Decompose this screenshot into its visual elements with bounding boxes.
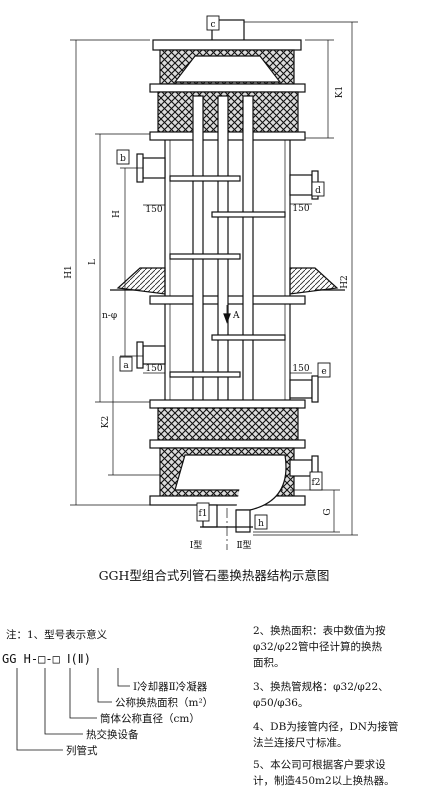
type-2-label: Ⅱ型: [236, 540, 251, 551]
port-b: b: [120, 154, 126, 164]
legend-item: 公称换热面积（m²）: [115, 696, 213, 709]
model-code: GG H-□-□ Ⅰ(Ⅱ): [2, 652, 91, 666]
dim-l: L: [88, 259, 98, 265]
exchanger-body: [110, 19, 345, 550]
note-line: φ32/φ22管中径计算的换热: [253, 640, 382, 653]
dim-gap-upper-left: 150: [145, 205, 162, 215]
legend-item: Ⅰ冷却器Ⅱ冷凝器: [133, 680, 208, 693]
dim-k1: K1: [335, 86, 345, 98]
dim-bolt-holes: n-φ: [102, 311, 117, 321]
legend-item: 热交换设备: [86, 728, 139, 741]
port-f1: f1: [198, 509, 207, 519]
dim-k2: K2: [101, 416, 111, 428]
port-c: c: [210, 20, 215, 30]
dim-gap-upper-right: 150: [292, 204, 309, 214]
port-e: e: [321, 367, 326, 377]
dim-h: H: [112, 210, 122, 218]
notes-block: 注：1、型号表示意义 GG H-□-□ Ⅰ(Ⅱ) Ⅰ冷却器Ⅱ冷凝器 公称换热面积…: [2, 624, 398, 787]
section-mark: A: [232, 311, 240, 321]
note-1-heading: 注：1、型号表示意义: [6, 628, 108, 641]
dimension-lines: [70, 21, 358, 536]
port-d: d: [315, 186, 321, 196]
note-line: 5、本公司可根据客户要求设: [253, 758, 386, 771]
note-line: 3、换热管规格：φ32/φ22、: [253, 680, 389, 693]
dim-h2: H2: [340, 275, 350, 289]
dim-gap-lower-right: 150: [292, 364, 309, 374]
dim-h1: H1: [64, 265, 74, 279]
model-code-leaders: [16, 668, 130, 751]
note-line: 4、DB为接管内径，DN为接管: [253, 720, 398, 733]
port-label-boxes: [116, 15, 331, 530]
legend-item: 列管式: [66, 744, 98, 757]
dim-gap-lower-left: 150: [145, 364, 162, 374]
note-line: 法兰连接尺寸标准。: [253, 736, 348, 749]
note-line: 2、换热面积：表中数值为按: [253, 624, 386, 637]
dim-g: G: [323, 508, 333, 515]
port-a: a: [123, 361, 129, 371]
note-line: φ50/φ36。: [253, 697, 308, 709]
port-f2: f2: [311, 478, 320, 488]
note-line: 面积。: [253, 657, 285, 669]
port-h: h: [258, 519, 264, 529]
note-line: 计，制造450m2以上换热器。: [253, 774, 395, 787]
diagram-title: GGH型组合式列管石墨换热器结构示意图: [99, 568, 330, 583]
legend-item: 筒体公称直径（cm）: [100, 712, 200, 725]
type-1-label: Ⅰ型: [190, 540, 203, 551]
